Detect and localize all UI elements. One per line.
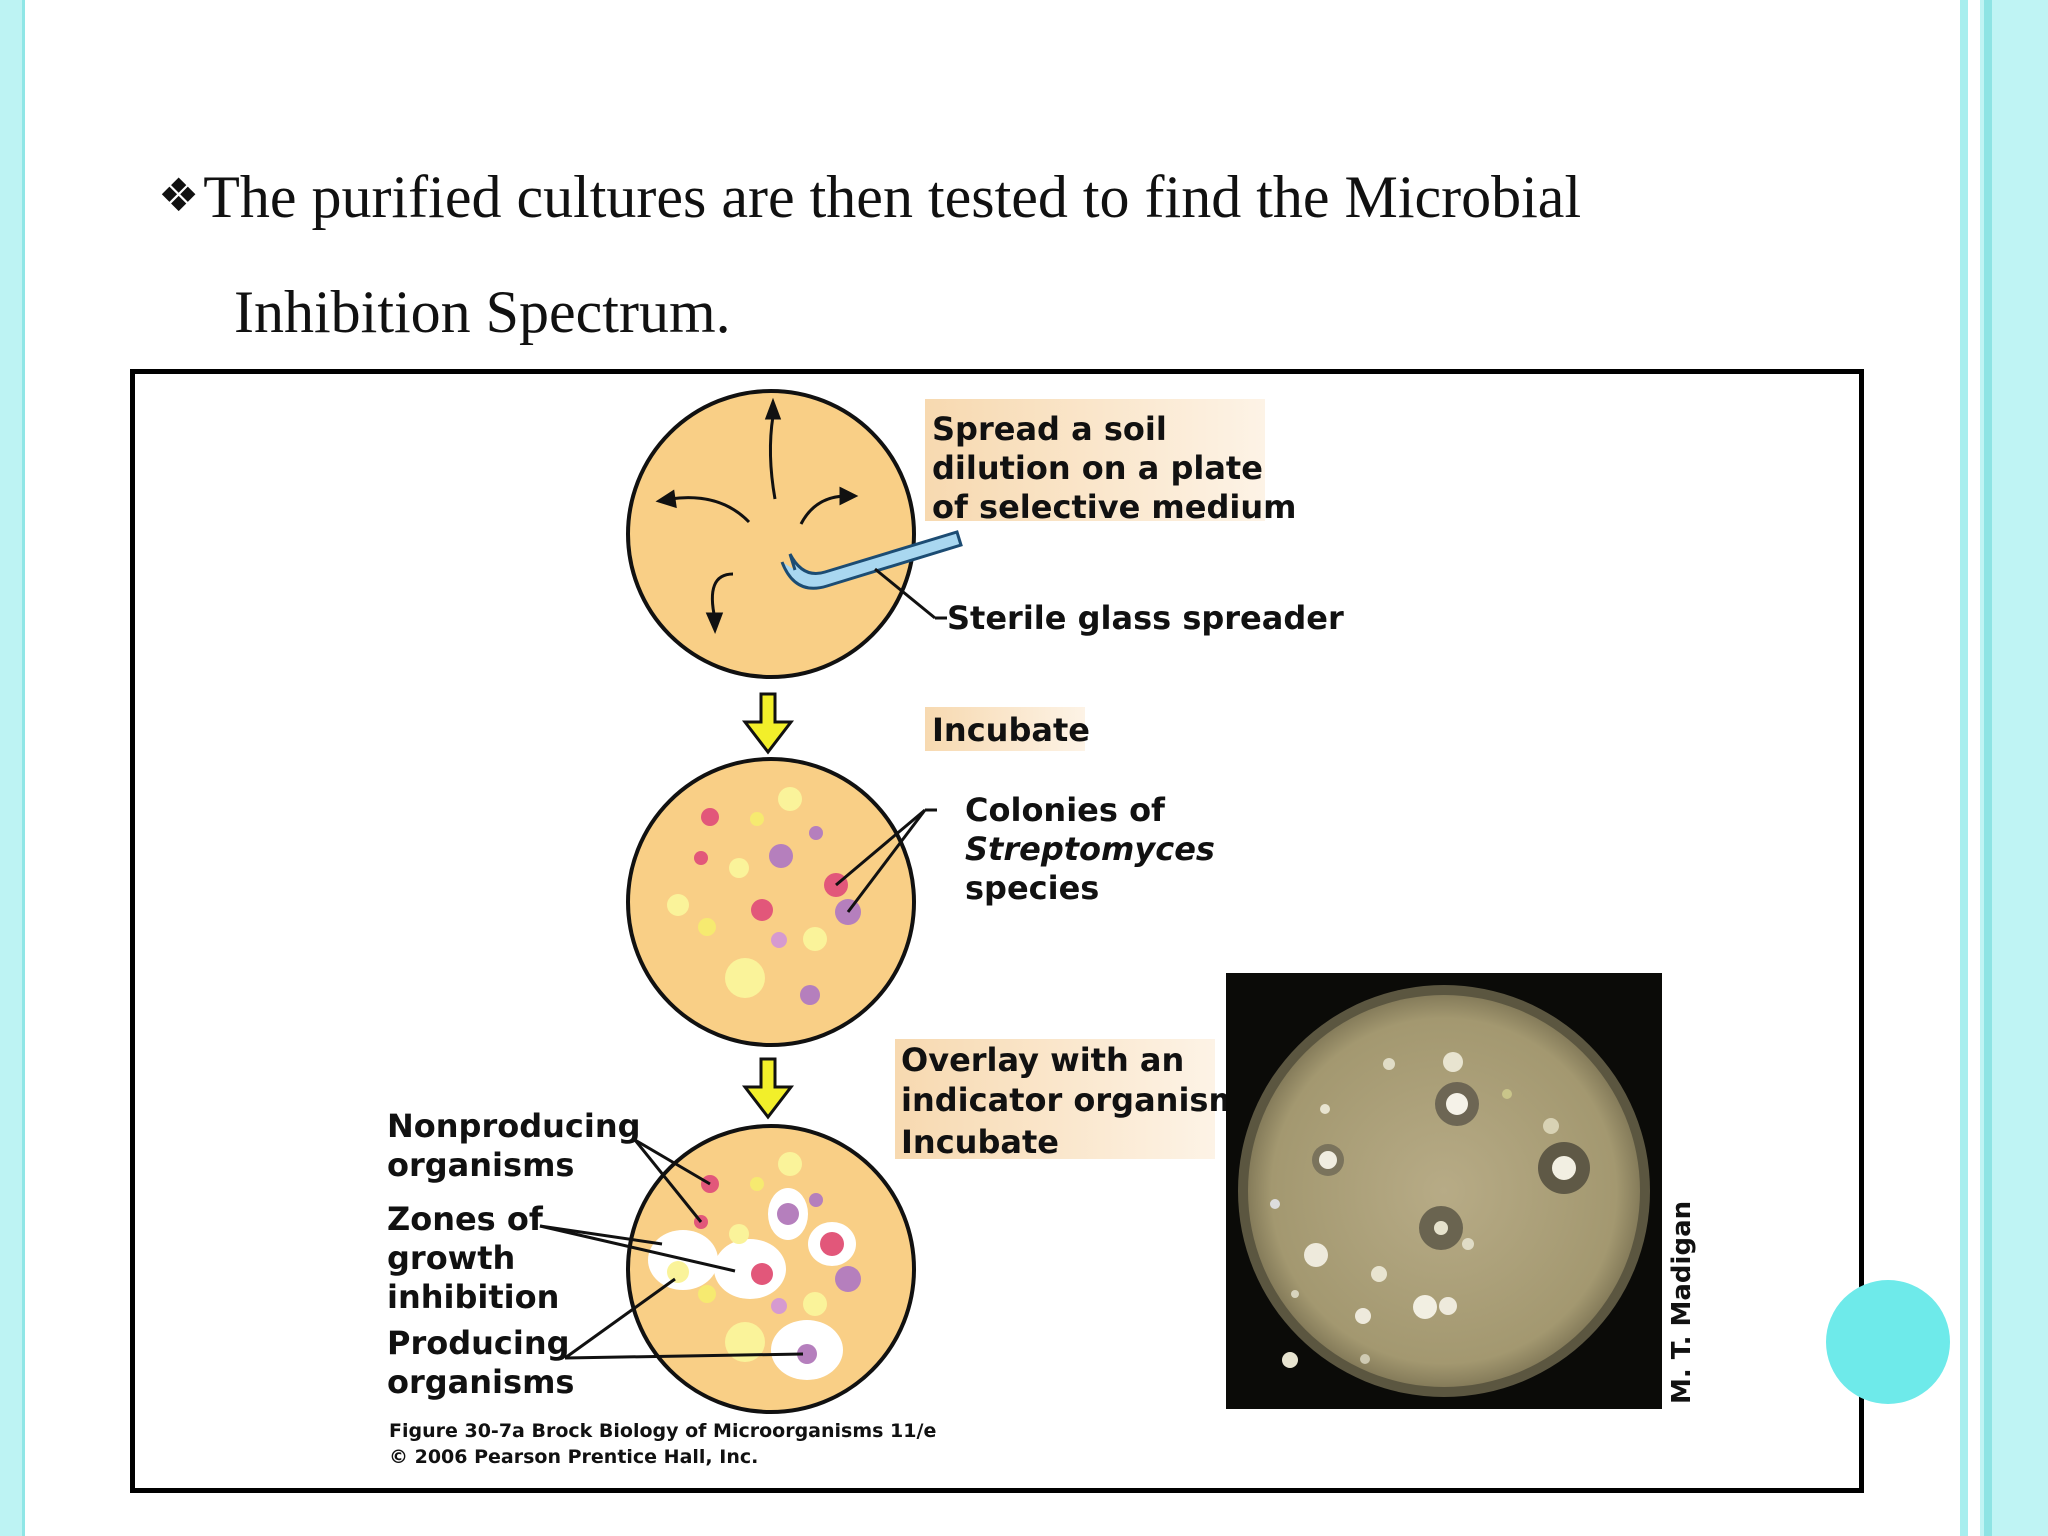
nonproducing-line2: organisms bbox=[387, 1146, 574, 1184]
left-edge-decoration bbox=[0, 0, 25, 1536]
agar-plate-2 bbox=[626, 757, 916, 1047]
photo-credit: M. T. Madigan bbox=[1667, 1201, 1697, 1404]
decorative-circle-icon bbox=[1826, 1280, 1950, 1404]
producing-line2: organisms bbox=[387, 1363, 574, 1401]
zones-line3: inhibition bbox=[387, 1278, 559, 1316]
incubate-label-bg bbox=[925, 707, 1085, 751]
overlay-line2: indicator organism bbox=[901, 1081, 1242, 1119]
agar-plate-1 bbox=[626, 389, 916, 679]
spreader-label: Sterile glass spreader bbox=[947, 599, 1344, 637]
four-diamond-bullet-icon: ❖ bbox=[158, 168, 200, 222]
step1-line1: Spread a soil bbox=[932, 410, 1167, 448]
plate-colonies bbox=[626, 757, 937, 1047]
overlay-label-bg bbox=[895, 1039, 1215, 1159]
plate-inhibition bbox=[539, 1124, 916, 1414]
overlay-line3: Incubate bbox=[901, 1123, 1059, 1161]
incubate-label: Incubate bbox=[932, 711, 1090, 749]
bullet-text-line2: Inhibition Spectrum. bbox=[234, 279, 731, 345]
spread-arrows bbox=[655, 397, 859, 634]
plate-spread bbox=[626, 389, 963, 679]
caption-line2: © 2006 Pearson Prentice Hall, Inc. bbox=[389, 1446, 758, 1468]
step1-line3: of selective medium bbox=[932, 488, 1296, 526]
bullet-text-line1: The purified cultures are then tested to… bbox=[203, 164, 1582, 230]
overlay-line1: Overlay with an bbox=[901, 1041, 1184, 1079]
colonies-line1: Colonies of bbox=[965, 791, 1166, 829]
caption-line1: Figure 30-7a Brock Biology of Microorgan… bbox=[389, 1420, 936, 1442]
producing-line1: Producing bbox=[387, 1324, 570, 1362]
figure-frame: Spread a soil dilution on a plate of sel… bbox=[130, 369, 1864, 1493]
glass-spreader-icon bbox=[780, 530, 963, 590]
bullet-point: ❖The purified cultures are then tested t… bbox=[158, 138, 1758, 370]
right-edge-decoration bbox=[1960, 0, 2048, 1536]
zones-line1: Zones of bbox=[387, 1200, 544, 1238]
down-arrow-1-icon bbox=[741, 692, 795, 755]
nonproducing-line1: Nonproducing bbox=[387, 1107, 641, 1145]
down-arrow-2-icon bbox=[741, 1057, 795, 1120]
petri-dish-photo bbox=[1226, 973, 1662, 1409]
step1-line2: dilution on a plate bbox=[932, 449, 1263, 487]
colonies-line2: Streptomyces bbox=[965, 830, 1215, 868]
colonies-line3: species bbox=[965, 869, 1099, 907]
zones-line2: growth bbox=[387, 1239, 515, 1277]
streptomyces-isolation-diagram: Spread a soil dilution on a plate of sel… bbox=[387, 389, 1697, 1468]
step1-label-bg bbox=[925, 399, 1265, 521]
